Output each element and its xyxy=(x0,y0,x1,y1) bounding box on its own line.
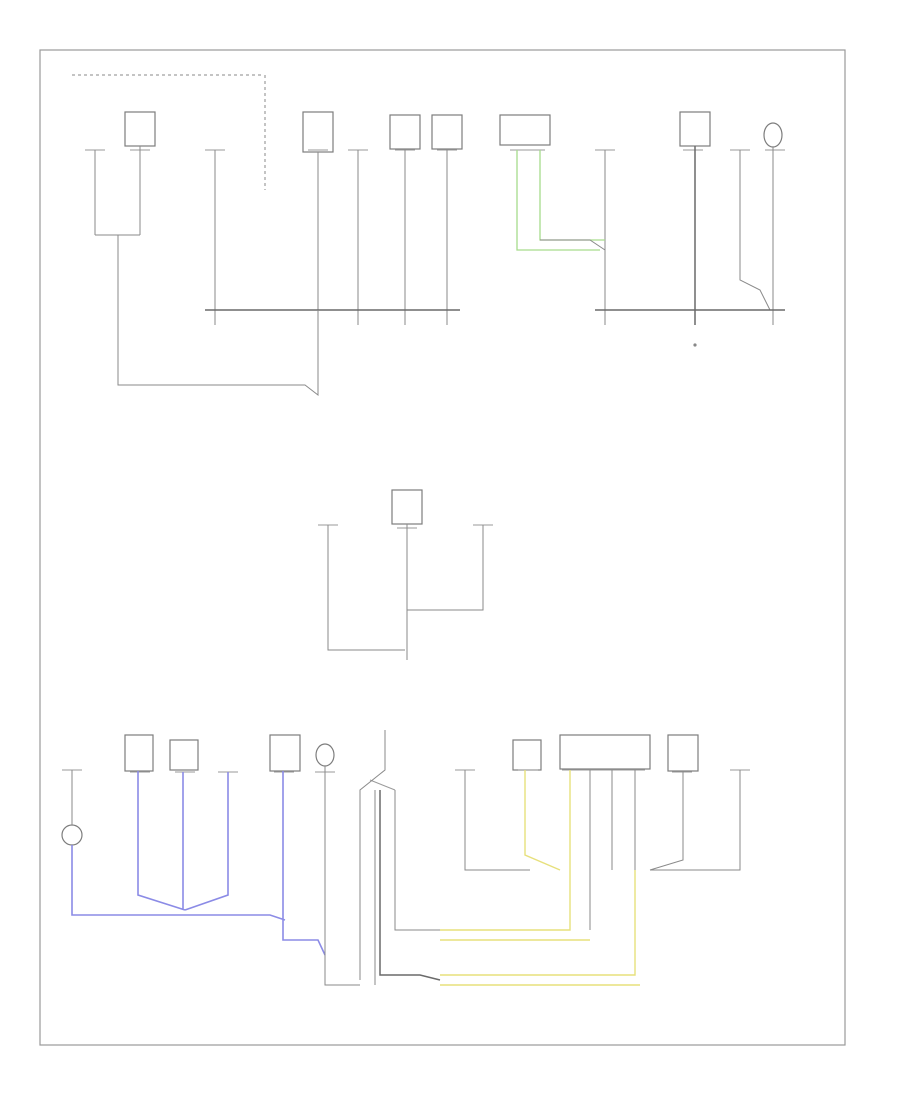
wire-blue xyxy=(71,771,326,956)
component-round xyxy=(315,743,335,767)
component-box xyxy=(559,734,651,770)
ground-point xyxy=(693,343,697,347)
component-box xyxy=(389,114,421,150)
enclosure-boundary xyxy=(72,74,266,190)
component-box xyxy=(431,114,463,150)
component-round xyxy=(763,122,783,148)
component-box xyxy=(512,739,542,771)
top-section xyxy=(72,74,785,397)
component-box xyxy=(499,114,551,146)
wire xyxy=(464,770,741,930)
wire xyxy=(540,239,606,260)
in-line-component xyxy=(61,824,83,846)
component-box xyxy=(391,489,423,525)
wire xyxy=(327,524,484,660)
component-box xyxy=(169,739,199,771)
wire xyxy=(71,730,440,986)
component-box xyxy=(124,111,156,147)
diagram-frame xyxy=(39,49,846,1046)
wire xyxy=(95,234,319,397)
wire-yellow xyxy=(440,770,640,986)
component-box xyxy=(269,734,301,772)
component-box xyxy=(679,111,711,147)
wire xyxy=(379,790,441,981)
wire xyxy=(94,146,774,325)
component-box xyxy=(667,734,699,772)
bottom-section xyxy=(61,730,750,986)
middle-section xyxy=(318,489,493,660)
component-box xyxy=(124,734,154,772)
component-box xyxy=(302,111,334,153)
